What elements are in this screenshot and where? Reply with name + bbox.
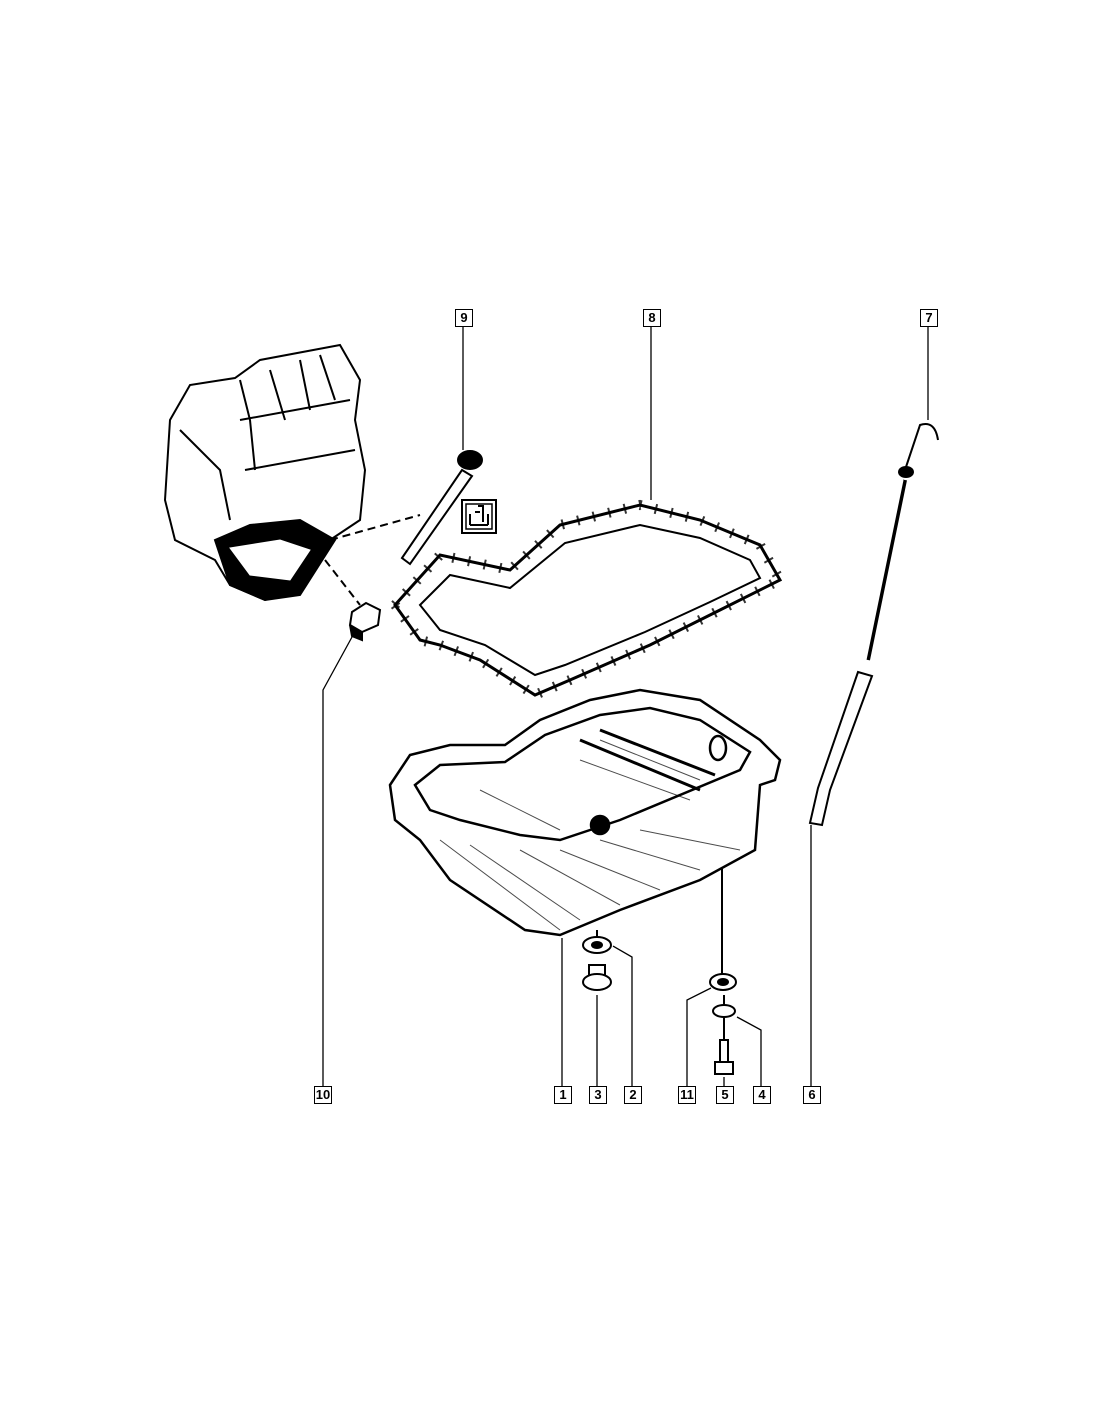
bolt-5 [719,1039,729,1063]
callout-6[interactable]: 6 [803,1086,821,1104]
lockwasher-4 [712,1004,736,1018]
callout-4[interactable]: 4 [753,1086,771,1104]
callout-9[interactable]: 9 [455,309,473,327]
callout-8[interactable]: 8 [643,309,661,327]
callout-3[interactable]: 3 [589,1086,607,1104]
service-manual-symbol-icon [461,499,497,534]
oil-pan-1 [388,688,782,937]
callout-2[interactable]: 2 [624,1086,642,1104]
dipstick-7 [865,423,939,661]
callout-10[interactable]: 10 [314,1086,332,1104]
leader-10 [322,636,353,1086]
callout-11[interactable]: 11 [678,1086,696,1104]
callout-7[interactable]: 7 [920,309,938,327]
leader-11 [686,987,712,1086]
dipstick-tube-9 [400,450,483,566]
callout-5[interactable]: 5 [716,1086,734,1104]
leader-2 [612,945,633,1086]
guide-tube-6 [808,670,874,827]
oil-pan-gasket-8 [388,499,787,701]
leader-4 [736,1016,762,1086]
engine-block [163,343,367,602]
drain-plug-10 [348,601,382,642]
callout-1[interactable]: 1 [554,1086,572,1104]
